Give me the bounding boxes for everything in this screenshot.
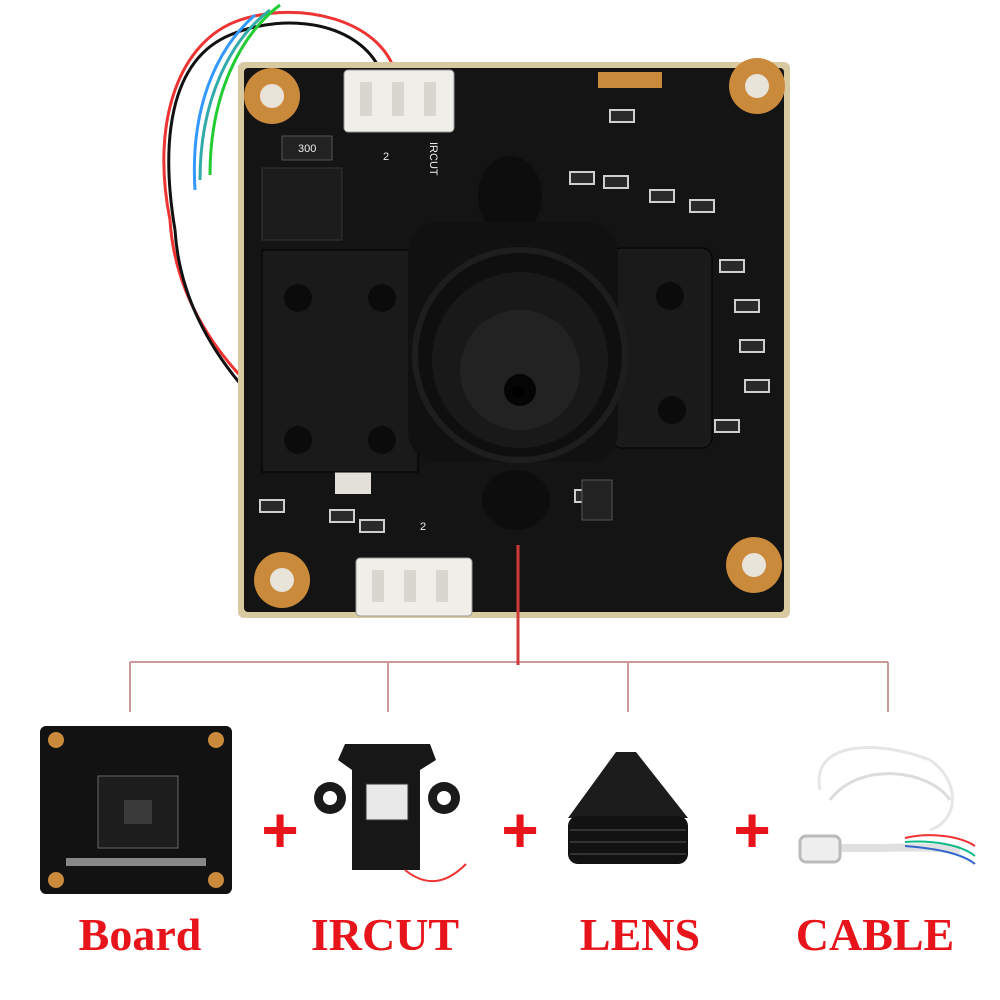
board-icon: [40, 726, 232, 894]
silkscreen: 300 IRCUT 2 2: [298, 142, 439, 533]
pinhole-lens-icon: [568, 752, 688, 864]
label-lens: LENS: [579, 909, 701, 960]
cable-icon: [798, 746, 976, 865]
label-cable: CABLE: [795, 909, 955, 960]
ircut-holder-icon: [314, 744, 467, 882]
connector-top-pin: 2: [383, 151, 389, 163]
resistor-code: 300: [298, 143, 316, 155]
plus-sign-1: +: [261, 794, 299, 866]
connector-lines: [129, 545, 889, 712]
wire-bundle: [162, 3, 397, 410]
pcb-board: [238, 58, 790, 618]
plus-sign-2: +: [501, 794, 539, 866]
connector-bottom-pin: 2: [420, 521, 426, 533]
connector-top-label: IRCUT: [427, 142, 439, 176]
plus-sign-3: +: [733, 794, 771, 866]
label-ircut: IRCUT: [310, 909, 460, 960]
label-board: Board: [78, 909, 202, 960]
